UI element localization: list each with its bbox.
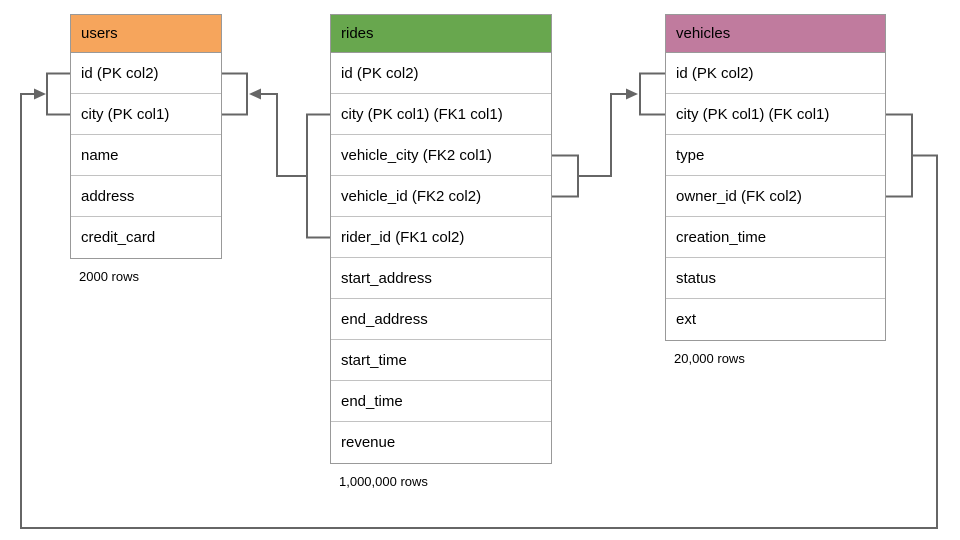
- rides-to-vehicles-link: [578, 93, 636, 177]
- column-row: end_time: [331, 381, 551, 422]
- column-row: type: [666, 135, 885, 176]
- row-count-vehicles: 20,000 rows: [674, 351, 745, 366]
- row-count-rides: 1,000,000 rows: [339, 474, 428, 489]
- arrow-into-vehicles-icon: [626, 88, 638, 100]
- column-row: vehicle_id (FK2 col2): [331, 176, 551, 217]
- users-right-bracket: [222, 72, 248, 116]
- table-rides: rides id (PK col2)city (PK col1) (FK1 co…: [330, 14, 552, 489]
- column-row: vehicle_city (FK2 col1): [331, 135, 551, 176]
- connector-vehicles-to-users: [20, 72, 938, 529]
- column-row: ext: [676, 311, 697, 328]
- table-header-rides: rides: [330, 14, 552, 53]
- row-count-users: 2000 rows: [79, 269, 139, 284]
- arrow-into-users-left-icon: [34, 88, 46, 100]
- rides-to-users-link: [251, 93, 307, 177]
- connector-rides-to-vehicles: [552, 72, 665, 198]
- column-row: revenue: [341, 434, 396, 451]
- table-header-users: users: [70, 14, 222, 53]
- column-row: rider_id (FK1 col2): [331, 217, 551, 258]
- column-row: owner_id (FK col2): [666, 176, 885, 217]
- users-left-bracket: [46, 72, 70, 116]
- column-row: address: [71, 176, 221, 217]
- vehicles-right-bracket: [886, 113, 913, 198]
- table-vehicles: vehicles id (PK col2)city (PK col1) (FK …: [665, 14, 886, 366]
- column-row: id (PK col2): [331, 53, 551, 94]
- column-row: city (PK col1): [71, 94, 221, 135]
- column-row: name: [71, 135, 221, 176]
- vehicles-left-bracket: [639, 72, 665, 116]
- column-row: start_time: [331, 340, 551, 381]
- column-row: id (PK col2): [666, 53, 885, 94]
- table-header-vehicles: vehicles: [665, 14, 886, 53]
- table-columns-rides: id (PK col2)city (PK col1) (FK1 col1)veh…: [330, 53, 552, 464]
- column-row: city (PK col1) (FK1 col1): [331, 94, 551, 135]
- column-row: creation_time: [666, 217, 885, 258]
- column-row: city (PK col1) (FK col1): [666, 94, 885, 135]
- column-row: id (PK col2): [71, 53, 221, 94]
- vehicles-to-users-link: [20, 93, 938, 529]
- table-columns-vehicles: id (PK col2)city (PK col1) (FK col1)type…: [665, 53, 886, 341]
- rides-right-bracket: [552, 154, 579, 198]
- rides-left-bracket: [306, 113, 330, 239]
- arrow-into-users-icon: [249, 88, 261, 100]
- column-row: credit_card: [81, 229, 156, 246]
- connector-rides-to-users: [222, 72, 330, 239]
- column-row: start_address: [331, 258, 551, 299]
- column-row: end_address: [331, 299, 551, 340]
- column-row: status: [666, 258, 885, 299]
